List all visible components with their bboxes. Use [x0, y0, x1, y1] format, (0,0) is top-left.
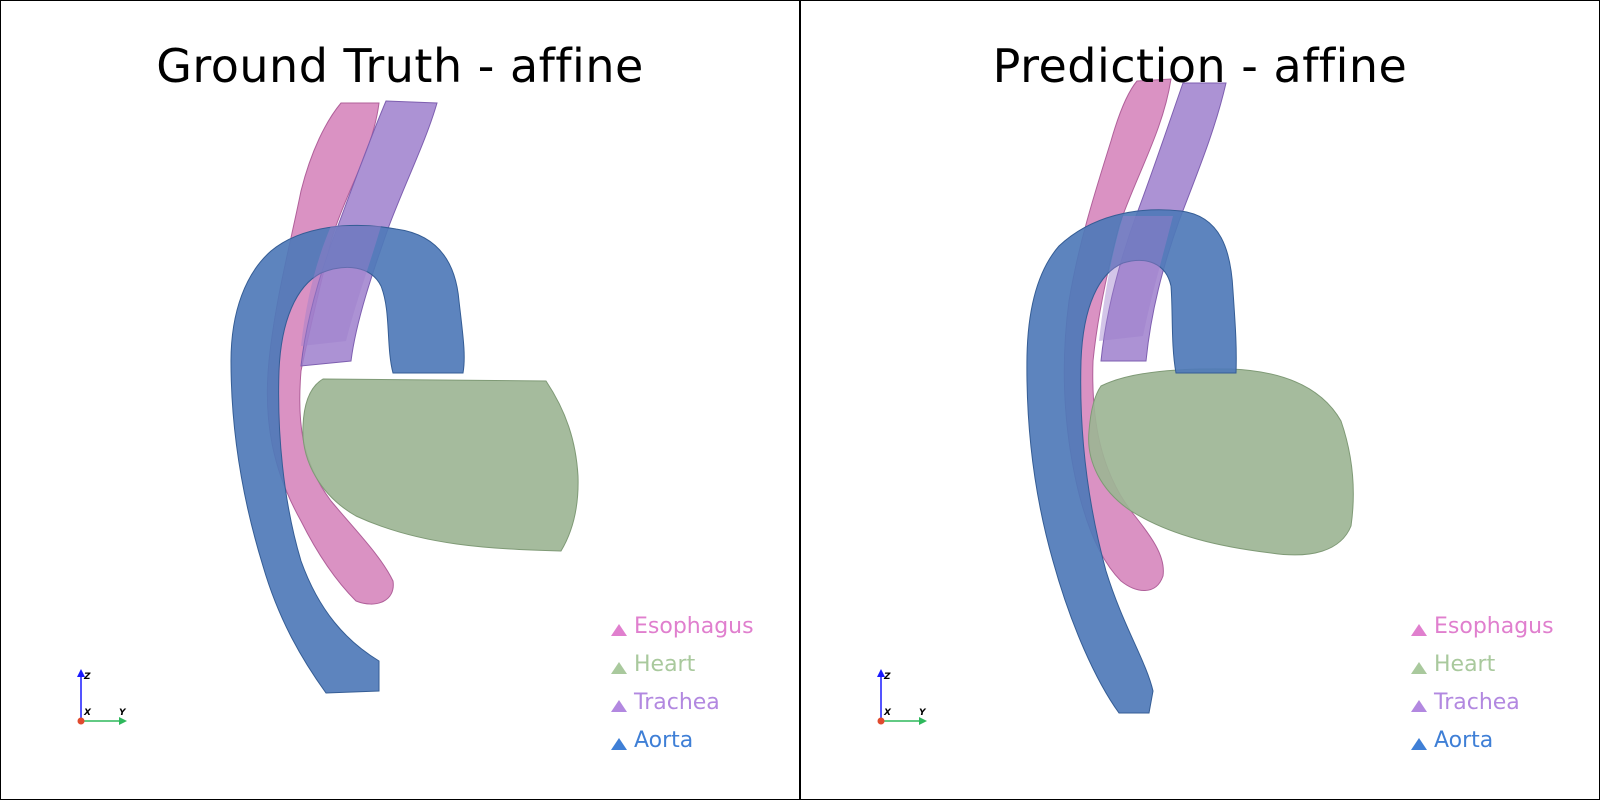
triangle-icon [611, 700, 627, 712]
aorta-mesh [1026, 209, 1237, 714]
legend-label: Trachea [634, 689, 720, 715]
legend-item-trachea: Trachea [611, 683, 754, 721]
ground-truth-render [230, 100, 579, 694]
triangle-icon [611, 662, 627, 674]
orientation-axes: Z X Y [77, 669, 127, 725]
legend-label: Esophagus [1434, 613, 1554, 639]
triangle-icon [611, 738, 627, 750]
legend-item-trachea: Trachea [1411, 683, 1554, 721]
legend-label: Trachea [1434, 689, 1520, 715]
legend-item-esophagus: Esophagus [611, 607, 754, 645]
trachea-overlay [301, 226, 381, 346]
axis-y-label: Y [919, 708, 927, 718]
legend: Esophagus Heart Trachea Aorta [611, 607, 754, 759]
axis-x-label: X [83, 708, 92, 718]
prediction-render [1026, 78, 1354, 714]
triangle-icon [1411, 662, 1427, 674]
legend-label: Aorta [1434, 727, 1494, 753]
legend-item-heart: Heart [1411, 645, 1554, 683]
legend-item-heart: Heart [611, 645, 754, 683]
axis-x-label: X [883, 708, 892, 718]
axis-y-label: Y [119, 708, 127, 718]
axis-z-label: Z [83, 672, 91, 682]
legend-label: Aorta [634, 727, 694, 753]
triangle-icon [1411, 700, 1427, 712]
legend-label: Heart [634, 651, 696, 677]
panel-title: Prediction - affine [992, 39, 1408, 93]
triangle-icon [611, 624, 627, 636]
legend-label: Esophagus [634, 613, 754, 639]
legend-item-esophagus: Esophagus [1411, 607, 1554, 645]
triangle-icon [1411, 624, 1427, 636]
orientation-axes: Z X Y [877, 669, 927, 725]
legend-label: Heart [1434, 651, 1496, 677]
aorta-mesh [230, 225, 465, 694]
panel-title: Ground Truth - affine [156, 39, 644, 93]
prediction-panel: Prediction - affine Esophagus Heart Trac… [800, 0, 1600, 800]
axis-z-label: Z [883, 672, 891, 682]
legend-item-aorta: Aorta [1411, 721, 1554, 759]
trachea-overlay [1099, 216, 1173, 341]
ground-truth-panel: Ground Truth - affine Esophagus Heart Tr… [0, 0, 800, 800]
triangle-icon [1411, 738, 1427, 750]
legend-item-aorta: Aorta [611, 721, 754, 759]
legend: Esophagus Heart Trachea Aorta [1411, 607, 1554, 759]
heart-mesh [302, 378, 579, 552]
